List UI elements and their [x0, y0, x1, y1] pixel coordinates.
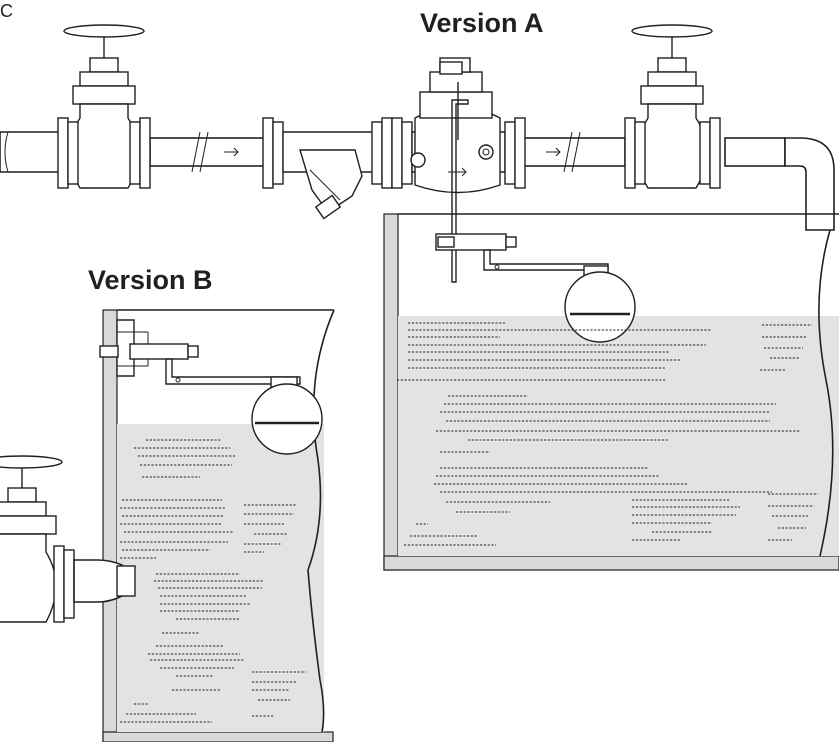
- gate-valve-b: [0, 455, 136, 623]
- corner-label: C: [0, 1, 13, 21]
- tank-a: [383, 213, 839, 571]
- strainer: [262, 117, 393, 220]
- version-b-label: Version B: [88, 265, 213, 295]
- pilot-line-a: [451, 99, 469, 283]
- tank-b: [99, 309, 335, 743]
- gate-valve-right: [624, 24, 721, 189]
- control-valve: [391, 57, 526, 194]
- version-a-label: Version A: [420, 8, 544, 38]
- gate-valve-left: [57, 24, 151, 189]
